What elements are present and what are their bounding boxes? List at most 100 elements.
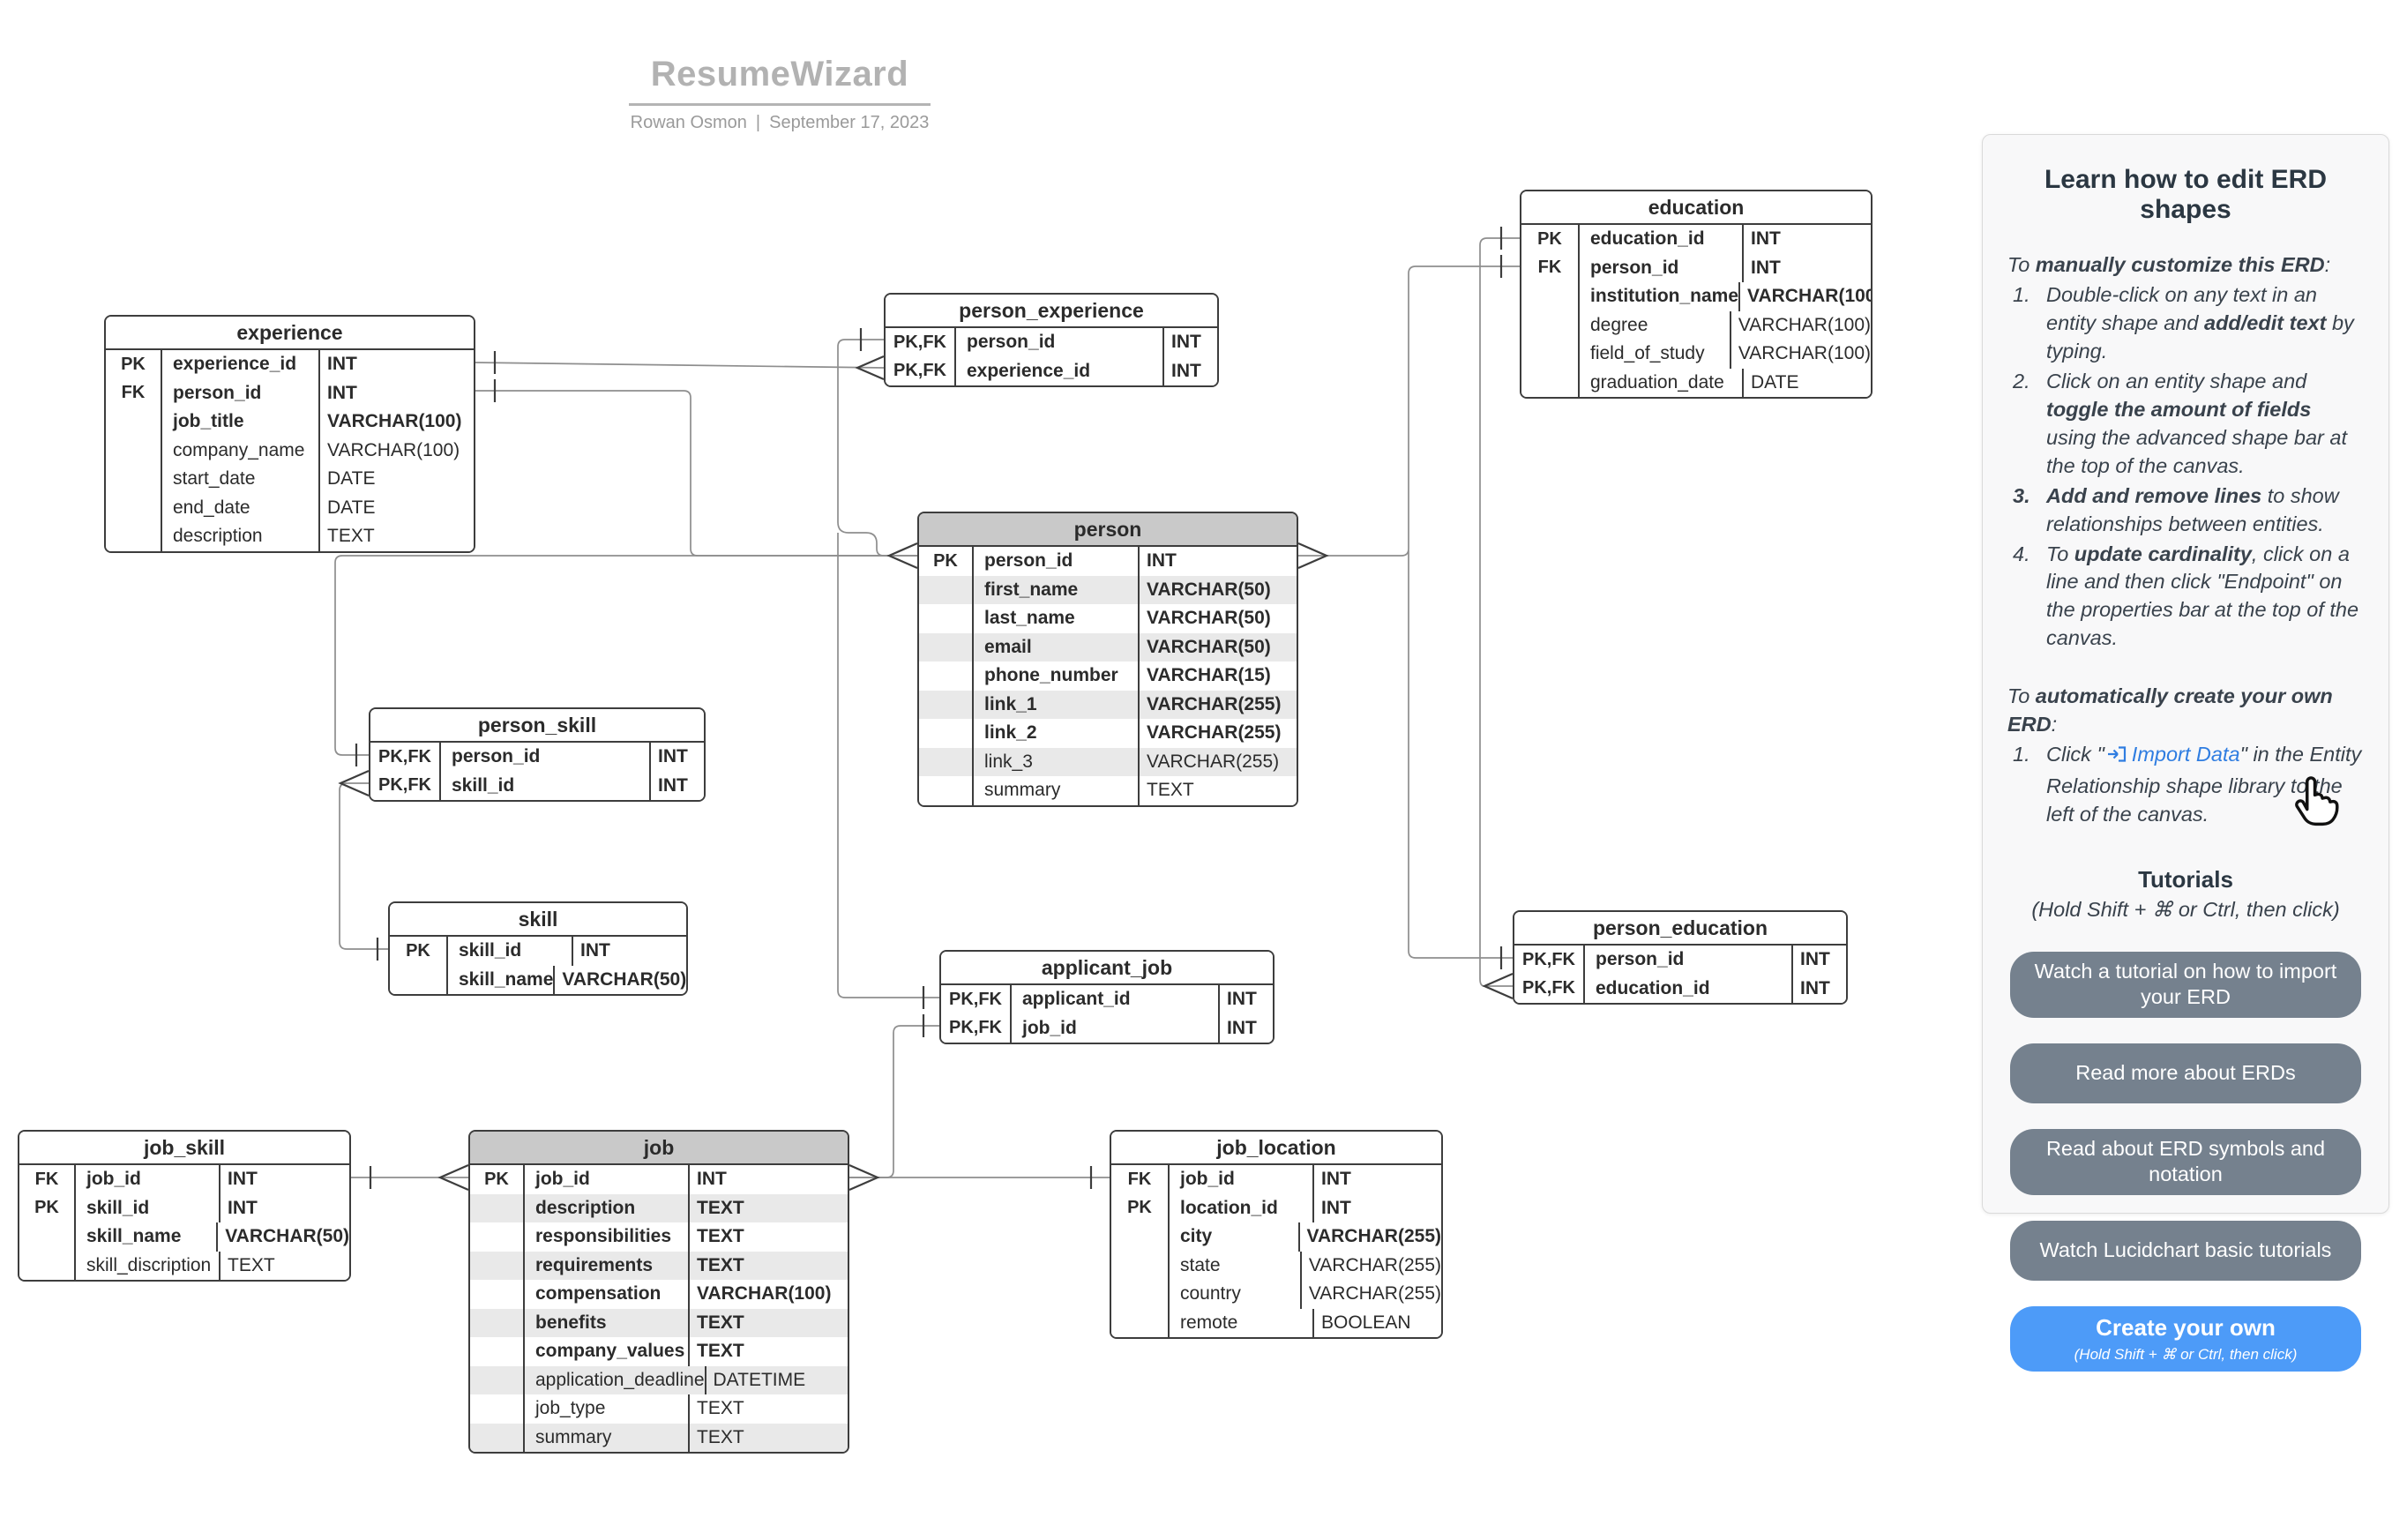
field-name[interactable]: requirements [523,1251,688,1280]
relationship-line-experience-person_experience[interactable] [475,362,885,369]
field-type[interactable]: INT [572,937,686,966]
field-name[interactable]: end_date [161,493,318,522]
field-type[interactable]: VARCHAR(255) [1297,1222,1441,1252]
field-type[interactable]: TEXT [219,1251,349,1280]
field-type[interactable]: VARCHAR(100) [318,407,474,437]
field-name[interactable]: institution_name [1578,282,1738,311]
field-name[interactable]: person_id [161,378,318,407]
field-type[interactable]: DATE [318,493,474,522]
field-type[interactable]: VARCHAR(50) [1138,632,1297,662]
field-type[interactable]: VARCHAR(50) [216,1222,349,1252]
field-type[interactable]: TEXT [688,1222,848,1252]
field-type[interactable]: VARCHAR(100) [318,436,474,465]
entity-title[interactable]: person_education [1514,912,1846,946]
entity-title[interactable]: applicant_job [941,952,1273,985]
field-type[interactable]: INT [649,771,704,800]
field-name[interactable]: compensation [523,1280,688,1309]
field-type[interactable]: INT [219,1165,349,1194]
field-name[interactable]: link_2 [972,719,1138,748]
entity-title[interactable]: education [1521,191,1871,225]
field-name[interactable]: graduation_date [1578,368,1742,397]
field-type[interactable]: INT [1162,356,1217,385]
field-type[interactable]: INT [1162,328,1217,357]
field-type[interactable]: INT [1138,547,1297,576]
field-type[interactable]: INT [688,1165,848,1194]
relationship-line-person-person_education[interactable] [1408,550,1513,959]
field-type[interactable]: TEXT [688,1308,848,1337]
relationship-line-person_experience-person[interactable] [837,339,894,557]
field-type[interactable]: INT [1312,1165,1441,1194]
field-name[interactable]: job_id [74,1165,219,1194]
import-data-link[interactable]: Import Data [2131,743,2240,766]
entity-title[interactable]: skill [390,903,686,937]
field-name[interactable]: country [1168,1280,1300,1309]
field-name[interactable]: field_of_study [1578,340,1730,369]
field-type[interactable]: TEXT [688,1251,848,1280]
field-name[interactable]: applicant_id [1010,985,1218,1014]
field-type[interactable]: VARCHAR(50) [553,965,686,994]
field-type[interactable]: VARCHAR(255) [1299,1251,1441,1280]
field-name[interactable]: degree [1578,310,1730,340]
entity-title[interactable]: job_location [1111,1132,1441,1165]
relationship-line-education-person_education[interactable] [1479,237,1520,987]
field-type[interactable]: INT [1312,1193,1441,1222]
field-name[interactable]: person_id [1578,253,1742,282]
field-name[interactable]: description [161,522,318,551]
field-name[interactable]: description [523,1193,688,1222]
field-type[interactable]: DATE [318,465,474,494]
entity-title[interactable]: person_skill [370,709,704,743]
field-type[interactable]: VARCHAR(100) [1729,340,1871,369]
field-type[interactable]: VARCHAR(255) [1138,690,1297,719]
field-type[interactable]: VARCHAR(15) [1138,662,1297,691]
field-name[interactable]: summary [972,776,1138,805]
field-type[interactable]: VARCHAR(255) [1138,747,1297,776]
field-name[interactable]: person_id [954,328,1162,357]
field-name[interactable]: person_id [1583,946,1791,975]
relationship-line-person_skill-person[interactable] [334,555,917,756]
field-type[interactable]: VARCHAR(255) [1299,1280,1441,1309]
field-name[interactable]: experience_id [161,350,318,379]
entity-title[interactable]: person_experience [886,295,1217,328]
field-name[interactable]: link_1 [972,690,1138,719]
field-name[interactable]: company_name [161,436,318,465]
field-type[interactable]: DATETIME [704,1365,848,1394]
field-name[interactable]: job_id [523,1165,688,1194]
